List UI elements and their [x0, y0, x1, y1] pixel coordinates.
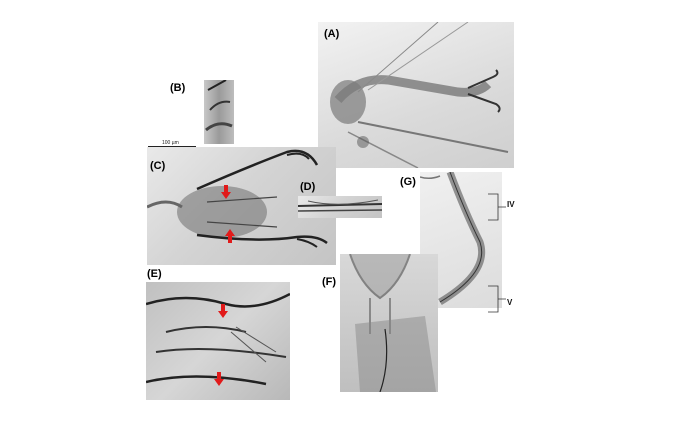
red-arrow-icon [218, 304, 228, 318]
segment-iv-label: IV [507, 200, 515, 209]
panel-f-image [340, 254, 438, 392]
panel-c-label: (C) [150, 160, 166, 172]
panel-b-label: (B) [170, 82, 186, 94]
panel-f-specimen [349, 254, 436, 392]
panel-g-specimen [420, 172, 486, 306]
panel-b-image [204, 80, 234, 144]
panel-b-specimen [205, 80, 233, 132]
segment-v-bracket [488, 285, 506, 313]
panel-f-label: (F) [322, 276, 337, 288]
segment-iv-bracket [488, 193, 506, 221]
panel-e-image [146, 282, 290, 400]
red-arrow-icon [214, 372, 224, 386]
panel-a-specimen [330, 22, 509, 168]
scale-bar-label: 100 µm [162, 140, 179, 146]
panel-e-label-outer: (E) [147, 268, 162, 280]
panel-c-specimen [147, 149, 328, 248]
panel-e-specimen [146, 292, 290, 386]
red-arrow-icon [225, 229, 235, 243]
panel-d-image [298, 196, 382, 218]
panel-c-image: (C) [147, 147, 336, 265]
panel-g-label: (G) [400, 176, 416, 188]
panel-d-specimen [298, 199, 382, 212]
red-arrow-icon [221, 185, 231, 199]
segment-v-label: V [507, 298, 513, 307]
panel-d-label: (D) [300, 181, 316, 193]
panel-a-image: (A) [318, 22, 514, 168]
panel-a-label: (A) [324, 28, 340, 40]
